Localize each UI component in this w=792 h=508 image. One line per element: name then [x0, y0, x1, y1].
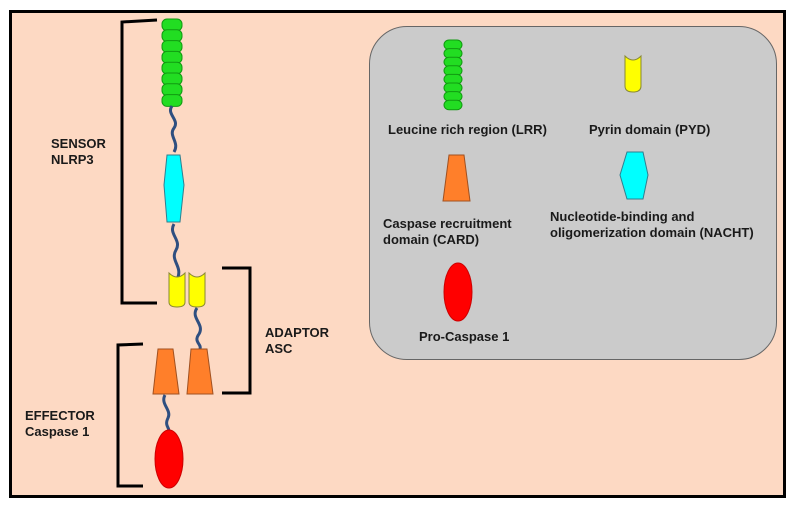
nacht-hexagon-icon [619, 151, 649, 200]
lrr-bead [161, 83, 183, 97]
lrr-bead [161, 29, 183, 43]
lrr-beads-icon [443, 39, 463, 111]
linker-nacht-pyd [171, 223, 181, 278]
lrr-bead [161, 50, 183, 64]
legend-label-nacht-line2: oligomerization domain (NACHT) [550, 225, 754, 240]
procaspase-domain [154, 429, 184, 489]
legend-label-card: Caspase recruitment domain (CARD) [383, 216, 512, 248]
legend-label-card-line1: Caspase recruitment [383, 216, 512, 231]
card-domain-caspase [152, 348, 180, 395]
card-trapezoid-icon [442, 154, 471, 202]
lrr-bead [161, 40, 183, 53]
lrr-domain [161, 18, 183, 107]
legend-panel [369, 26, 777, 360]
legend-label-lrr: Leucine rich region (LRR) [388, 122, 547, 137]
effector-label-line1: EFFECTOR [25, 408, 95, 423]
lrr-bead [161, 72, 183, 86]
caspase-ellipse-icon [443, 262, 473, 322]
sensor-label: SENSOR NLRP3 [51, 136, 106, 168]
card-domain-asc [186, 348, 214, 395]
effector-label: EFFECTOR Caspase 1 [25, 408, 95, 440]
nacht-domain [163, 154, 185, 223]
legend-label-nacht-line1: Nucleotide-binding and [550, 209, 695, 224]
effector-bracket [116, 342, 144, 488]
sensor-bracket [120, 18, 158, 305]
lrr-bead [161, 94, 183, 107]
legend-label-procaspase: Pro-Caspase 1 [419, 329, 510, 344]
adaptor-bracket [222, 266, 252, 395]
adaptor-label: ADAPTOR ASC [265, 325, 329, 357]
pyd-domain-nlrp3 [168, 271, 186, 308]
pyd-domain-asc [188, 271, 206, 308]
adaptor-label-line2: ASC [265, 341, 293, 356]
sensor-label-line1: SENSOR [51, 136, 106, 151]
linker-lrr-nacht [169, 105, 178, 153]
linker-asc [193, 307, 202, 350]
lrr-bead [443, 99, 463, 111]
legend-label-card-line2: domain (CARD) [383, 232, 480, 247]
linker-caspase [162, 394, 171, 433]
pyd-cup-icon [624, 54, 642, 93]
legend-label-pyd: Pyrin domain (PYD) [589, 122, 711, 137]
lrr-bead [161, 18, 183, 32]
adaptor-label-line1: ADAPTOR [265, 325, 330, 340]
lrr-bead [161, 61, 183, 75]
sensor-label-line2: NLRP3 [51, 152, 94, 167]
legend-label-nacht: Nucleotide-binding and oligomerization d… [550, 209, 754, 241]
effector-label-line2: Caspase 1 [25, 424, 90, 439]
